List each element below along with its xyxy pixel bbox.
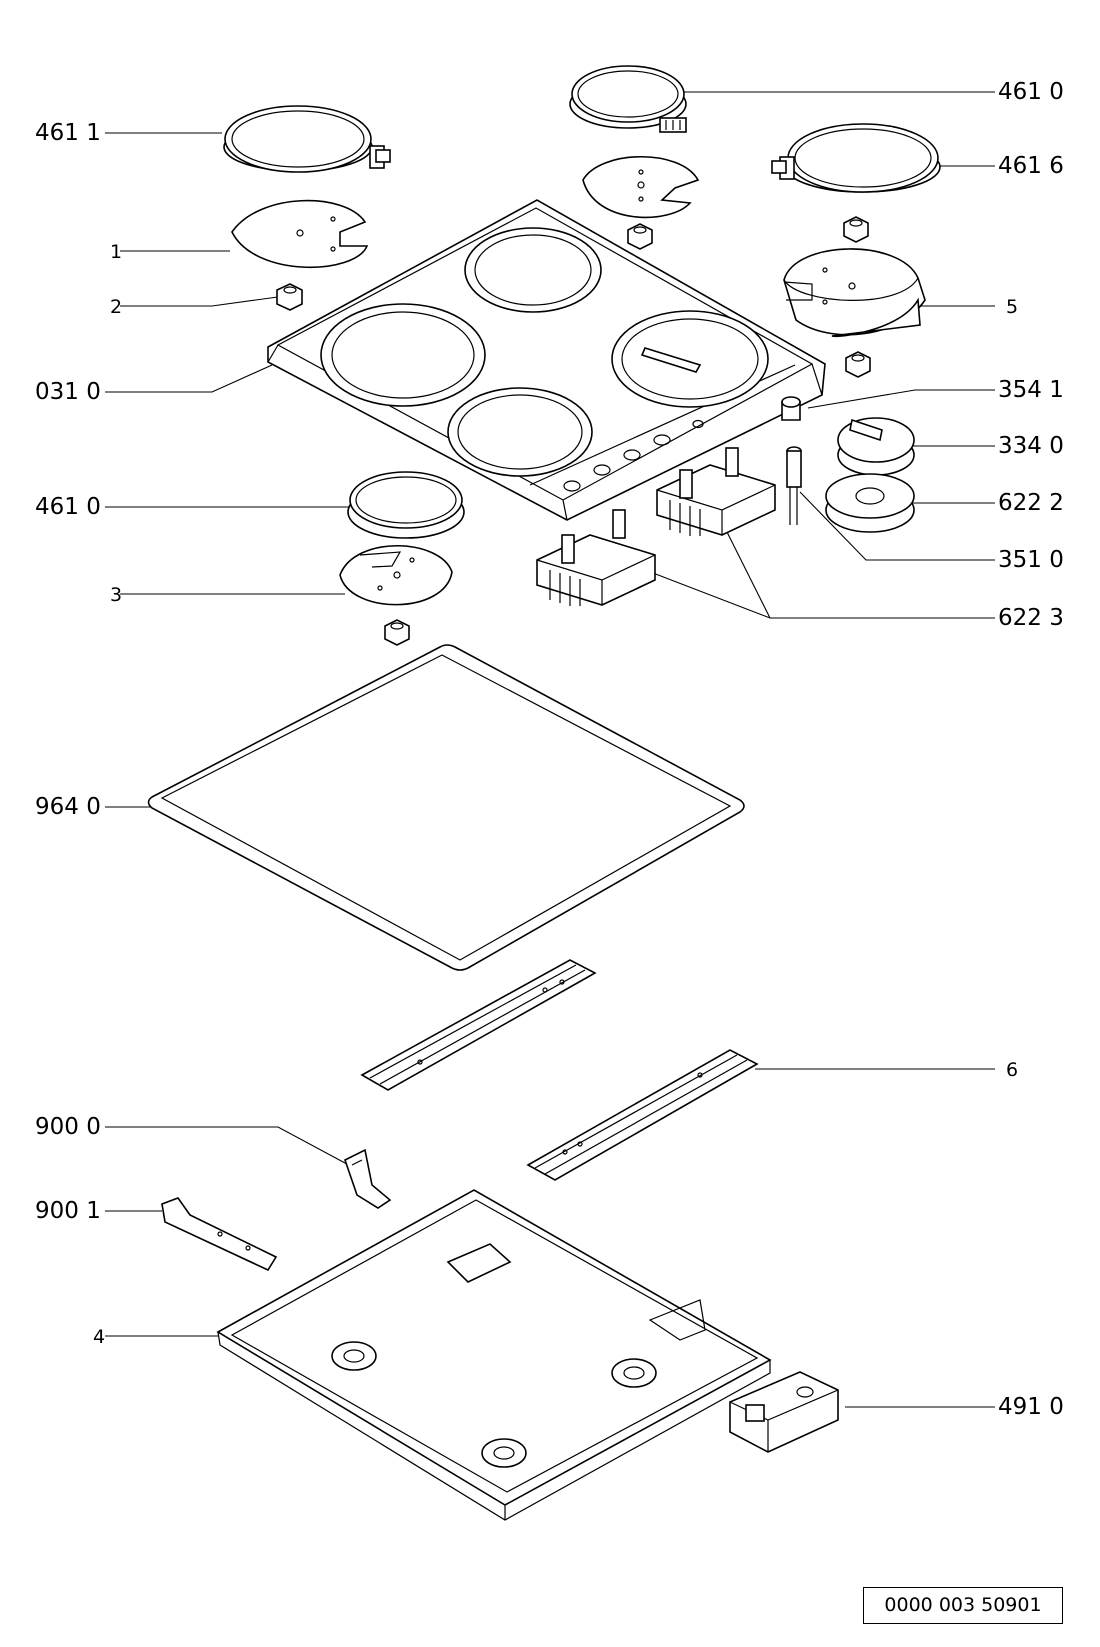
callout-461-6: 461 6 — [998, 153, 1064, 179]
nut-top-middle — [627, 223, 653, 250]
callout-461-0-top: 461 0 — [998, 79, 1064, 105]
hotplate-461-6 — [771, 123, 941, 193]
callout-5: 5 — [1006, 296, 1019, 318]
nut-top-right — [843, 216, 869, 243]
bracket-900-1 — [161, 1197, 278, 1272]
knob-bezel-622-2 — [825, 473, 915, 533]
spring-plate-3 — [339, 545, 453, 606]
callout-622-3: 622 3 — [998, 605, 1064, 631]
callout-3: 3 — [110, 584, 123, 606]
callout-351-0: 351 0 — [998, 547, 1064, 573]
spring-plate-top-middle — [582, 156, 700, 219]
spring-plate-1 — [231, 199, 369, 268]
callout-031-0: 031 0 — [35, 379, 101, 405]
callout-2: 2 — [110, 296, 123, 318]
hotplate-461-1 — [223, 105, 391, 173]
reference-number: 0000 003 50901 — [863, 1587, 1063, 1624]
rail-6 — [526, 1049, 759, 1181]
nut-2 — [276, 283, 303, 311]
callout-461-1: 461 1 — [35, 120, 101, 146]
leader-lines — [105, 91, 995, 1408]
callout-900-1: 900 1 — [35, 1198, 101, 1224]
nut-right — [845, 351, 871, 378]
rail-upper — [360, 959, 597, 1091]
callout-354-1: 354 1 — [998, 377, 1064, 403]
callout-491-0: 491 0 — [998, 1394, 1064, 1420]
nut-mid-left — [384, 619, 410, 646]
callout-461-0-mid: 461 0 — [35, 494, 101, 520]
pilot-lamp-351-0 — [786, 446, 802, 525]
energy-regulators-622-3 — [536, 447, 776, 606]
bracket-900-0 — [344, 1148, 392, 1209]
callout-6: 6 — [1006, 1059, 1019, 1081]
callout-4: 4 — [93, 1326, 106, 1348]
reflector-pan-5 — [783, 248, 926, 338]
callout-334-0: 334 0 — [998, 433, 1064, 459]
seal-964-0 — [147, 644, 745, 971]
callout-1: 1 — [110, 241, 123, 263]
callout-964-0: 964 0 — [35, 794, 101, 820]
hotplate-461-0-mid — [347, 471, 465, 539]
hotplate-461-0-top — [569, 65, 687, 133]
terminal-block-491-0 — [729, 1371, 839, 1453]
callout-900-0: 900 0 — [35, 1114, 101, 1140]
control-knob-334-0 — [837, 417, 915, 476]
callout-622-2: 622 2 — [998, 490, 1064, 516]
indicator-lens-354-1 — [781, 396, 801, 421]
hob-top-031-0 — [267, 199, 826, 521]
bottom-tray-4 — [216, 1189, 772, 1521]
